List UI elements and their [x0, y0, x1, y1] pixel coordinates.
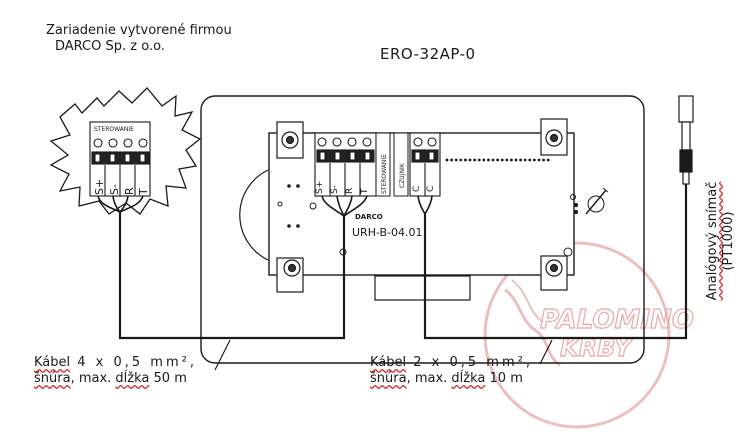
led-dot [487, 158, 490, 162]
led-dot [468, 158, 472, 162]
svg-text:T: T [360, 188, 370, 195]
board-label-sterowanie: STEROWANIE [381, 154, 388, 194]
led-dot [464, 158, 467, 162]
sensor-label-line-1: Analógový snímač [705, 181, 720, 301]
terminal-r: R [123, 187, 136, 195]
led-dot [491, 158, 495, 162]
led-dot [510, 158, 513, 162]
board-logo: DARCO [355, 213, 383, 221]
svg-text:S+: S+ [315, 181, 325, 194]
cable-4-wire [97, 195, 368, 340]
led-dot [496, 158, 499, 162]
svg-text:S-: S- [330, 185, 340, 194]
mounting-tabs [276, 118, 568, 293]
temperature-sensor [678, 95, 694, 185]
watermark-text-1: PALOMINO [540, 305, 694, 335]
led-dot [523, 158, 527, 162]
manufacturer-line-2: DARCO Sp. z o.o. [55, 39, 165, 54]
led-dot [533, 158, 536, 162]
cable1-note: Kábel 4 x 0,5 mm², šnúra, max. dĺžka 50 … [34, 355, 197, 386]
terminal-t: T [137, 188, 150, 196]
led-dot [537, 158, 541, 162]
device-title: ERO-32AP-0 [380, 45, 476, 63]
cable-2-wire [417, 184, 688, 340]
terminal-s-plus: S+ [93, 179, 106, 195]
led-dot [546, 158, 550, 162]
led-dot [450, 158, 453, 162]
czujnik-terminal-2: C [426, 186, 436, 192]
led-dot [519, 158, 522, 162]
led-dot [514, 158, 518, 162]
terminal-s-minus: S- [108, 184, 121, 195]
board-terminal-czujnik [409, 132, 441, 197]
led-dot [473, 158, 476, 162]
led-dot [445, 158, 449, 162]
board-label-czujnik: CZUJNIK [399, 162, 406, 188]
device-housing [200, 95, 645, 364]
board-details [277, 184, 609, 257]
led-dot [454, 158, 458, 162]
manufacturer-note: Zariadenie vytvorené firmou DARCO Sp. z … [46, 23, 232, 55]
sensor-label-line-2: (PT1000) [721, 211, 736, 271]
board-terminal-sterowanie [314, 132, 377, 197]
svg-text:R: R [345, 188, 355, 194]
led-dot [459, 158, 463, 162]
led-dot [505, 158, 509, 162]
control-box-header: STEROWANIE [94, 126, 134, 133]
manufacturer-line-1: Zariadenie vytvorené firmou [46, 23, 232, 38]
led-dot [528, 158, 532, 162]
led-dot [477, 158, 481, 162]
board-model: URH-B-04.01 [352, 226, 423, 239]
czujnik-terminal-1: C [412, 186, 422, 192]
sensor-label: Analógový snímač (PT1000) [705, 166, 737, 316]
led-dot [500, 158, 504, 162]
cable2-note: Kábel 2 x 0,5 mm², šnúra, max. dĺžka 10 … [370, 355, 533, 386]
led-row [445, 158, 550, 162]
led-dot [482, 158, 486, 162]
led-dot [542, 158, 545, 162]
